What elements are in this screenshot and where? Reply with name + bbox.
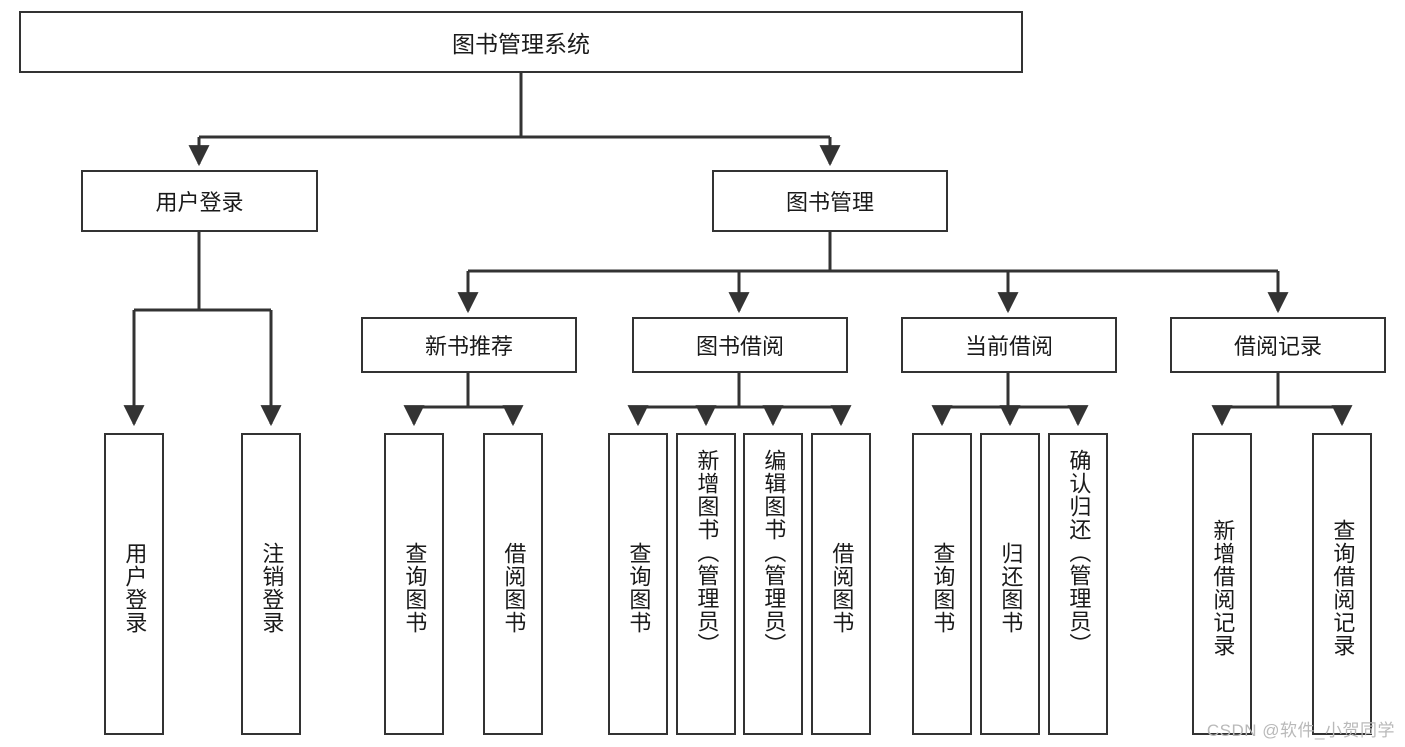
node-book-borrow[interactable]: 图书借阅	[632, 317, 848, 373]
leaf-edit-book[interactable]: 编辑图书（管理员）	[743, 433, 803, 735]
leaf-query-book-3[interactable]: 查询图书	[912, 433, 972, 735]
node-book-management-label: 图书管理	[785, 190, 874, 215]
watermark: CSDN @软件_小贺同学	[1206, 721, 1395, 740]
leaf-confirm-return[interactable]: 确认归还（管理员）	[1048, 433, 1108, 735]
leaf-query-book-2[interactable]: 查询图书	[608, 433, 668, 735]
leaf-borrow-book-2[interactable]: 借阅图书	[811, 433, 871, 735]
leaf-query-record-label: 查询借阅记录	[1330, 519, 1356, 657]
node-book-borrow-label: 图书借阅	[695, 334, 784, 359]
leaf-query-record[interactable]: 查询借阅记录	[1312, 433, 1372, 735]
node-root[interactable]: 图书管理系统	[19, 11, 1023, 73]
leaf-logout-login[interactable]: 注销登录	[241, 433, 301, 735]
node-root-label: 图书管理系统	[452, 31, 590, 57]
node-book-management[interactable]: 图书管理	[712, 170, 948, 232]
leaf-add-book-label: 新增图书（管理员）	[694, 449, 720, 656]
leaf-return-book[interactable]: 归还图书	[980, 433, 1040, 735]
leaf-user-login-label: 用户登录	[122, 542, 148, 634]
leaf-user-login[interactable]: 用户登录	[104, 433, 164, 735]
node-new-book-recommend[interactable]: 新书推荐	[361, 317, 577, 373]
leaf-query-book-1-label: 查询图书	[402, 542, 428, 634]
leaf-borrow-book-1[interactable]: 借阅图书	[483, 433, 543, 735]
node-user-login-label: 用户登录	[155, 190, 244, 215]
node-user-login[interactable]: 用户登录	[81, 170, 318, 232]
leaf-query-book-3-label: 查询图书	[930, 542, 956, 634]
leaf-return-book-label: 归还图书	[998, 542, 1024, 634]
node-current-borrow-label: 当前借阅	[964, 334, 1053, 359]
leaf-borrow-book-1-label: 借阅图书	[501, 542, 527, 634]
node-borrow-record[interactable]: 借阅记录	[1170, 317, 1386, 373]
leaf-add-record[interactable]: 新增借阅记录	[1192, 433, 1252, 735]
node-current-borrow[interactable]: 当前借阅	[901, 317, 1117, 373]
node-borrow-record-label: 借阅记录	[1233, 334, 1322, 359]
leaf-add-book[interactable]: 新增图书（管理员）	[676, 433, 736, 735]
leaf-borrow-book-2-label: 借阅图书	[829, 542, 855, 634]
leaf-query-book-2-label: 查询图书	[626, 542, 652, 634]
leaf-query-book-1[interactable]: 查询图书	[384, 433, 444, 735]
leaf-confirm-return-label: 确认归还（管理员）	[1066, 449, 1092, 656]
leaf-add-record-label: 新增借阅记录	[1210, 519, 1236, 657]
leaf-edit-book-label: 编辑图书（管理员）	[761, 449, 787, 656]
leaf-logout-login-label: 注销登录	[259, 542, 285, 634]
node-new-book-recommend-label: 新书推荐	[424, 334, 513, 359]
